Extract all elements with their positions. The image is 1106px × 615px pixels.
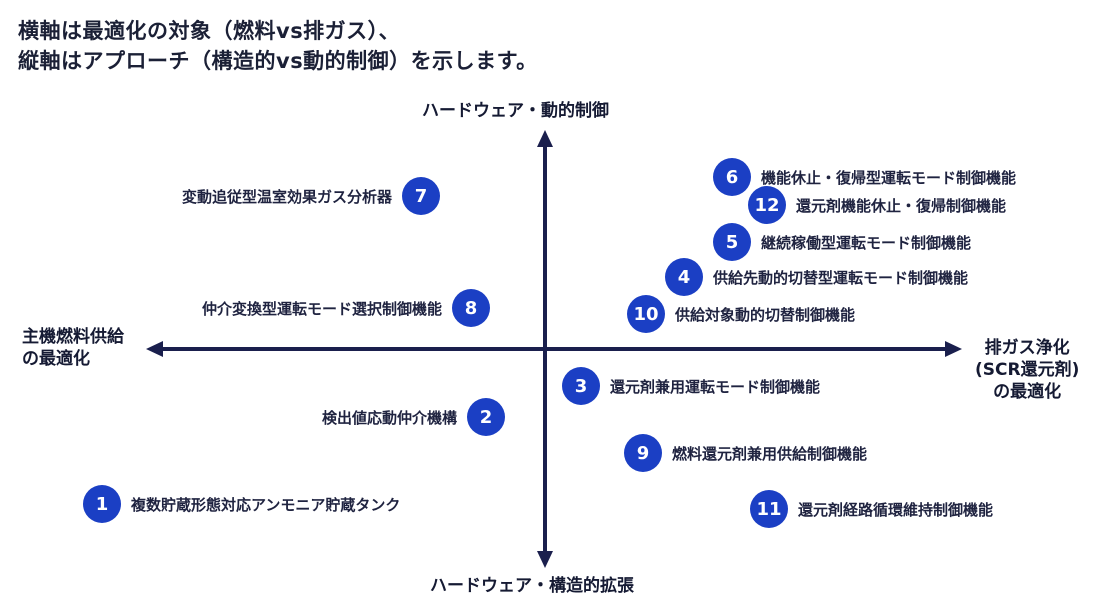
item-2: 検出値応動仲介機構 2	[322, 398, 506, 436]
item-3: 3 還元剤兼用運転モード制御機能	[562, 367, 820, 405]
item-label: 供給対象動的切替制御機能	[675, 305, 856, 324]
axis-label-left-line-2: の最適化	[22, 349, 90, 369]
item-label: 複数貯蔵形態対応アンモニア貯蔵タンク	[131, 495, 401, 514]
page-title: 横軸は最適化の対象（燃料vs排ガス）、 縦軸はアプローチ（構造的vs動的制御）を…	[18, 16, 538, 76]
item-label: 還元剤兼用運転モード制御機能	[610, 377, 821, 396]
item-label: 還元剤経路循環維持制御機能	[798, 500, 994, 519]
item-number-badge: 7	[402, 177, 441, 215]
axis-label-right: 排ガス浄化 (SCR還元剤) の最適化	[975, 337, 1079, 403]
item-number-badge: 5	[713, 223, 751, 261]
item-10: 10 供給対象動的切替制御機能	[627, 295, 855, 333]
item-8: 仲介変換型運転モード選択制御機能 8	[202, 289, 491, 327]
arrow-down-icon	[537, 551, 553, 568]
item-label: 機能休止・復帰型運転モード制御機能	[761, 168, 1017, 187]
arrow-up-icon	[537, 130, 553, 147]
item-label: 供給先動的切替型運転モード制御機能	[713, 268, 969, 287]
item-label: 燃料還元剤兼用供給制御機能	[672, 444, 868, 463]
item-5: 5 継続稼働型運転モード制御機能	[713, 223, 971, 261]
axis-label-right-line-2: (SCR還元剤)	[975, 360, 1080, 380]
item-number-badge: 12	[748, 186, 786, 224]
title-line-1: 横軸は最適化の対象（燃料vs排ガス）、	[18, 19, 401, 43]
item-label: 検出値応動仲介機構	[322, 408, 458, 427]
item-number-badge: 2	[467, 398, 506, 436]
item-1: 1 複数貯蔵形態対応アンモニア貯蔵タンク	[83, 485, 400, 523]
item-label: 還元剤機能休止・復帰制御機能	[796, 196, 1007, 215]
item-label: 継続稼働型運転モード制御機能	[761, 233, 972, 252]
item-7: 変動追従型温室効果ガス分析器 7	[182, 177, 441, 215]
axis-label-top: ハードウェア・動的制御	[422, 101, 609, 121]
item-number-badge: 1	[83, 485, 121, 523]
item-12: 12 還元剤機能休止・復帰制御機能	[748, 186, 1006, 224]
item-number-badge: 9	[624, 434, 662, 472]
item-11: 11 還元剤経路循環維持制御機能	[750, 490, 993, 528]
axis-label-bottom: ハードウェア・構造的拡張	[430, 576, 634, 596]
item-4: 4 供給先動的切替型運転モード制御機能	[665, 258, 968, 296]
item-6: 6 機能休止・復帰型運転モード制御機能	[713, 158, 1016, 196]
item-label: 仲介変換型運転モード選択制御機能	[202, 299, 443, 318]
item-number-badge: 4	[665, 258, 703, 296]
axis-label-left-line-1: 主機燃料供給	[22, 327, 124, 347]
axis-label-right-line-3: の最適化	[993, 382, 1062, 402]
item-number-badge: 8	[452, 289, 491, 327]
item-number-badge: 10	[627, 295, 665, 333]
item-9: 9 燃料還元剤兼用供給制御機能	[624, 434, 867, 472]
arrow-left-icon	[146, 341, 163, 357]
item-label: 変動追従型温室効果ガス分析器	[182, 187, 393, 206]
arrow-right-icon	[945, 341, 962, 357]
axis-label-right-line-1: 排ガス浄化	[984, 338, 1070, 358]
item-number-badge: 6	[713, 158, 751, 196]
axis-label-left: 主機燃料供給 の最適化	[22, 326, 124, 370]
title-line-2: 縦軸はアプローチ（構造的vs動的制御）を示します。	[18, 49, 538, 73]
item-number-badge: 3	[562, 367, 600, 405]
item-number-badge: 11	[750, 490, 788, 528]
